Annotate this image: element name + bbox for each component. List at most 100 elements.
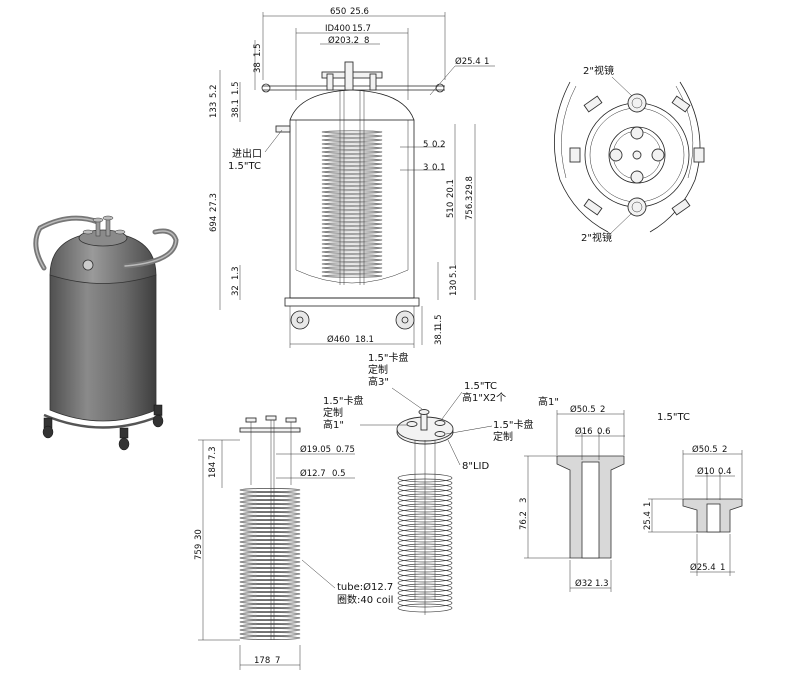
ferrule-2in-bore-in: 0.6 [597,427,611,437]
dim-base-diameter: Ø460 [327,334,350,345]
coil-turn [321,214,383,218]
coil-turn [321,198,383,202]
dim-coil-height-in: 20.1 [446,179,456,198]
dim-flange-height: 38.1 [231,99,241,118]
coil-turn [321,166,383,170]
coil-turn [239,496,301,500]
coil-turn [397,483,453,493]
dim-overall-width-in: 25.6 [350,7,369,17]
dim-handle-height: 38 [253,62,263,73]
lid-right-label-line2: 定制 [493,430,513,443]
ferrule-15tc-bore: Ø10 [697,466,715,477]
coil-turn [239,520,301,524]
coil-turn [239,536,301,540]
coil-turn [239,556,301,560]
coil-turn [321,226,383,230]
coil-turn [397,583,453,593]
coil-turn [321,154,383,158]
front-view-coil [321,130,383,278]
coil-turn [397,503,453,513]
coil-turn [397,473,453,483]
lid-isometric-view: 1.5"卡盘 定制 高3" 1.5"卡盘 定制 高1" 1.5"TC 高1"X2… [323,351,534,615]
coil-turn [321,162,383,166]
dim-total-height-in: 29.8 [465,176,475,195]
dim-coil-total-height-in: 30 [194,529,204,540]
coil-turn [397,593,453,603]
dim-coil-upper-height-in: 7.3 [208,446,218,460]
ferrule-2in-bore: Ø16 [575,426,593,437]
dim-bottom-height: 32 [231,285,241,296]
coil-turn [321,274,383,278]
coil-turn [321,146,383,150]
ferrule-15tc-bottom-diameter: Ø25.4 [690,562,716,573]
coil-turn [321,250,383,254]
coil-turn [321,190,383,194]
coil-turn [239,544,301,548]
dim-total-height: 756.3 [465,196,475,220]
coil-turn [239,516,301,520]
coil-turn [321,246,383,250]
dim-wall-gap-a: 5 [423,140,428,150]
dim-pipe-b: Ø12.7 [300,468,326,479]
coil-turn [321,186,383,190]
coil-turn [239,624,301,628]
coil-turn [321,238,383,242]
ferrule-15tc-height-in: 1 [643,502,653,507]
coil-turn [239,588,301,592]
dim-flange-height-in: 1.5 [231,81,241,95]
inlet-label-line1: 进出口 [232,147,262,160]
coil-turn [239,548,301,552]
ferrule-2in-title: 高1" [538,395,559,408]
coil-turn [321,258,383,262]
coil-turn [397,498,453,508]
coil-turn [239,628,301,632]
dim-pipe-a: Ø19.05 [300,444,331,455]
coil-assembly-turns [239,488,301,640]
ferrule-2in-top-diameter: Ø50.5 [570,404,596,415]
coil-turn [397,518,453,528]
coil-turn [321,230,383,234]
lid-tc-label-line2: 高1"X2个 [462,391,506,404]
coil-turn [397,543,453,553]
ferrule-15tc-bore-in: 0.4 [718,467,732,477]
coil-turn [397,493,453,503]
lid-right-label-line1: 1.5"卡盘 [493,418,534,431]
coil-turn [239,592,301,596]
dim-base-diameter-in: 18.1 [355,335,374,345]
ferrule-2in-height-in: 3 [519,498,529,503]
dim-body-height: 694 [209,216,219,232]
coil-turn [239,532,301,536]
coil-turn [239,564,301,568]
coil-turn [321,138,383,142]
dim-wall-gap-b-in: 0.1 [432,163,446,173]
coil-turn [239,500,301,504]
ferrule-2in-height: 76.2 [519,511,529,530]
dim-pipe-b-in: 0.5 [332,469,346,479]
dim-handle-tube-in: 1 [484,57,489,67]
coil-turn [397,513,453,523]
lid-tc-label-line1: 1.5"TC [464,381,497,392]
dim-outlet-height: 130 [449,280,459,296]
coil-turn [239,608,301,612]
coil-turn [321,254,383,258]
lid-left-label-line3: 高1" [323,418,344,431]
coil-turn [321,202,383,206]
coil-turn [321,222,383,226]
coil-turn [321,182,383,186]
dim-top-height-in: 5.2 [209,84,219,98]
dim-lid-diameter: Ø203.2 [328,35,359,46]
coil-turn [239,576,301,580]
coil-turn [239,584,301,588]
coil-turn [239,604,301,608]
tube-label: tube:Ø12.7 [337,581,393,593]
ferrule-15tc-section: 1.5"TC Ø50.5 2 Ø10 0.4 25.4 1 Ø25.4 1 [643,412,743,576]
coil-turn [321,270,383,274]
coil-turn [321,266,383,270]
coil-turn [397,508,453,518]
coil-turn [397,588,453,598]
coil-turn [321,130,383,134]
coil-turn [397,533,453,543]
dim-body-height-in: 27.3 [209,193,219,212]
coil-turn [239,600,301,604]
coil-turn [321,150,383,154]
